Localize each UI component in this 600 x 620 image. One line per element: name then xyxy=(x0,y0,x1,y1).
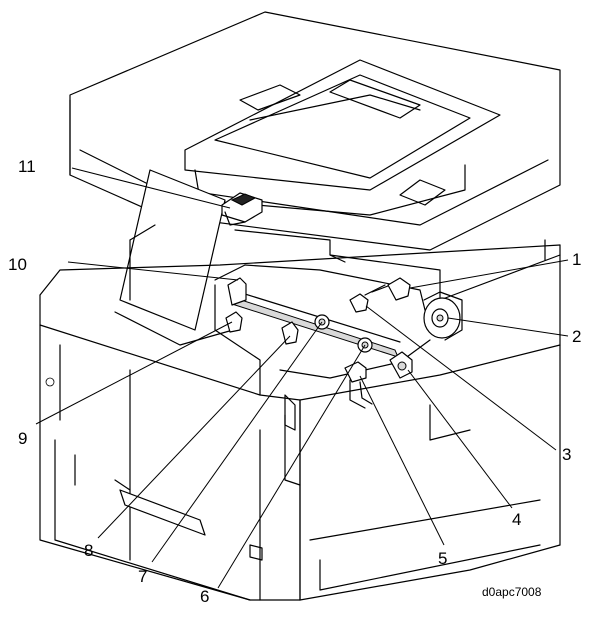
callout-9: 9 xyxy=(18,429,27,448)
machine-body xyxy=(39,11,561,601)
callout-6: 6 xyxy=(200,587,209,606)
callout-4: 4 xyxy=(512,510,521,529)
leader-3 xyxy=(365,305,557,451)
callout-8: 8 xyxy=(84,541,93,560)
leader-lines xyxy=(35,167,569,589)
callout-10: 10 xyxy=(8,255,27,274)
figure-code: d0apc7008 xyxy=(482,585,542,599)
leader-5 xyxy=(359,375,445,546)
callout-1: 1 xyxy=(572,250,581,269)
leader-1 xyxy=(409,259,569,289)
leader-10 xyxy=(67,261,239,281)
leader-2 xyxy=(447,317,569,337)
leader-8 xyxy=(97,335,291,539)
callout-7: 7 xyxy=(138,567,147,586)
callout-11: 11 xyxy=(18,157,36,176)
callout-2: 2 xyxy=(572,327,581,346)
callout-labels: 1 2 3 4 5 6 7 8 9 10 11 xyxy=(8,157,581,606)
leader-9 xyxy=(35,321,233,425)
leader-4 xyxy=(407,369,513,509)
callout-5: 5 xyxy=(438,549,447,568)
callout-3: 3 xyxy=(562,445,571,464)
leader-7 xyxy=(151,321,323,563)
leader-11 xyxy=(71,167,231,209)
leader-6 xyxy=(217,344,366,589)
